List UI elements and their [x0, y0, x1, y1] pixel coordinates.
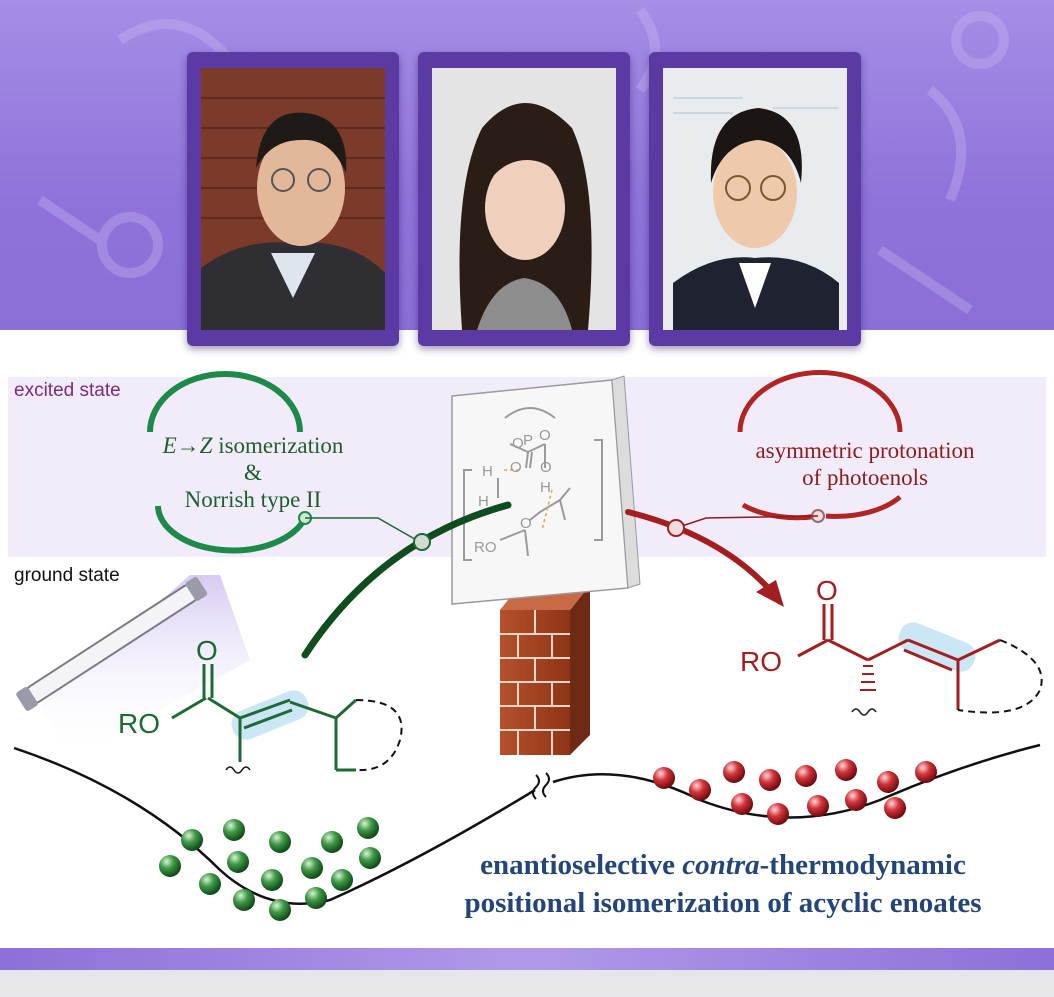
ampersand: & — [244, 460, 262, 485]
title-line2: positional isomerization of acyclic enoa… — [464, 887, 982, 919]
green-molecule-cluster — [159, 817, 381, 921]
portrait-frame-1 — [187, 52, 399, 346]
excited-state-label: excited state — [14, 380, 121, 401]
excitation-node — [413, 533, 431, 551]
norrish-label: Norrish type II — [184, 487, 322, 512]
right-ro-label: RO — [740, 646, 782, 677]
title-part3: -thermodynamic — [759, 849, 966, 881]
z-isomer-label: Z — [199, 433, 213, 458]
ts-o2: O — [539, 427, 551, 444]
left-cycle-arc-bottom — [155, 505, 308, 554]
portrait-2 — [432, 68, 616, 330]
left-connector — [305, 517, 421, 543]
portrait-1 — [201, 68, 385, 330]
ts-o4: O — [540, 459, 552, 476]
ts-o1: O — [512, 435, 524, 452]
right-cycle-arc-top — [737, 370, 903, 433]
portrait-frame-3 — [649, 52, 861, 346]
starting-enoate-structure — [171, 664, 403, 774]
portrait-frame-2 — [418, 52, 630, 346]
protonation-arrow — [625, 509, 773, 593]
ts-ro: RO — [474, 539, 497, 556]
right-connector — [675, 515, 819, 529]
protonation-node — [667, 519, 685, 537]
left-cycle-arc-top — [147, 371, 303, 433]
right-cycle-text: asymmetric protonation of photoenols — [720, 437, 1010, 491]
lamp-icon — [16, 575, 250, 760]
ts-p: P — [523, 432, 533, 449]
brick-wall-icon — [500, 585, 590, 755]
transition-state-card — [451, 375, 641, 605]
footer-bar — [0, 948, 1054, 970]
e-isomer-label: E — [162, 433, 177, 458]
caption-title: enantioselective contra-thermodynamic po… — [398, 846, 1048, 922]
photoenols-label: of photoenols — [802, 465, 928, 490]
ts-h3: H — [478, 493, 489, 510]
left-ro-label: RO — [118, 708, 160, 739]
excitation-arc — [301, 501, 512, 659]
protonation-arrowhead — [756, 580, 784, 607]
arrow-glyph: → — [176, 433, 200, 458]
ground-state-label: ground state — [14, 565, 120, 586]
energy-curve-left — [13, 746, 536, 905]
ts-h1: H — [482, 463, 493, 480]
footer-strip — [0, 970, 1054, 997]
left-cycle-text: E→Z isomerization & Norrish type II — [118, 432, 388, 513]
isomerization-label: isomerization — [212, 433, 344, 458]
ts-o5: O — [520, 515, 532, 532]
portrait-3 — [663, 68, 847, 330]
right-o-label: O — [816, 575, 838, 606]
axis-break-icon — [532, 772, 550, 800]
product-enoate-structure — [797, 604, 1043, 716]
left-o-label: O — [196, 635, 218, 666]
ts-o3: O — [510, 459, 522, 476]
banner-decoration — [37, 7, 1009, 315]
red-molecule-cluster — [653, 759, 937, 825]
energy-curve-right — [552, 743, 1041, 819]
title-part1: enantioselective — [480, 849, 683, 881]
ts-h2: H — [540, 479, 551, 496]
title-part2: contra — [682, 849, 760, 881]
right-cycle-arc-bottom-2 — [825, 495, 902, 519]
protonation-label: asymmetric protonation — [755, 438, 975, 463]
